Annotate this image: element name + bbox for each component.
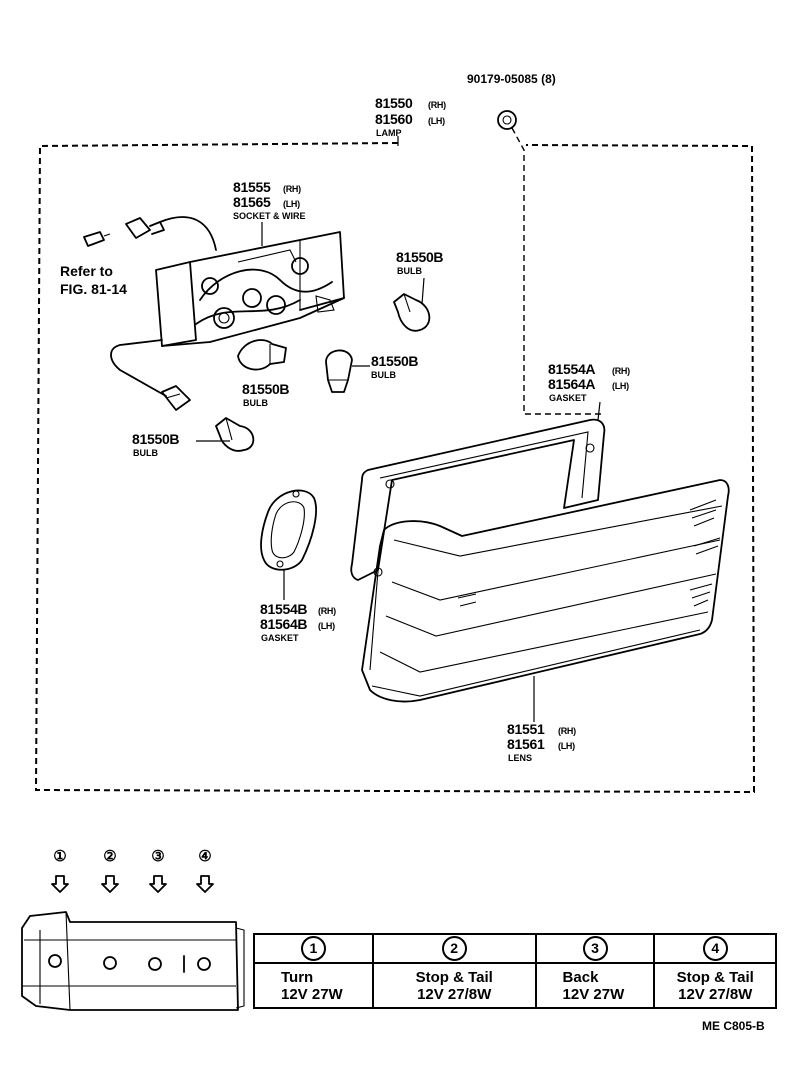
svg-text:②: ② xyxy=(103,848,116,865)
svg-text:LAMP: LAMP xyxy=(376,128,402,138)
bulb-spec-2: Stop & Tail 12V 27/8W xyxy=(371,962,537,1009)
bulb-c-icon xyxy=(325,349,353,393)
svg-text:(RH): (RH) xyxy=(558,726,576,736)
svg-text:(LH): (LH) xyxy=(283,199,300,209)
svg-text:81555: 81555 xyxy=(233,179,271,195)
socket-wire-label: 81555 (RH) 81565 (LH) SOCKET & WIRE xyxy=(233,179,306,221)
svg-text:81550B: 81550B xyxy=(396,249,443,265)
bulb-a-label: 81550B BULB xyxy=(396,249,444,276)
bulb-table-header-2: 2 xyxy=(371,933,537,964)
bulb-d-label: 81550B BULB xyxy=(132,431,180,458)
bulb-spec-3: Back 12V 27W xyxy=(534,962,656,1009)
bulb-table-header-row: 1 2 3 4 xyxy=(253,933,777,964)
bulb-spec-4: Stop & Tail 12V 27/8W xyxy=(653,962,777,1009)
svg-text:81551: 81551 xyxy=(507,721,545,737)
position-indicator-4: ④ xyxy=(196,848,214,893)
svg-text:BULB: BULB xyxy=(243,398,268,408)
svg-text:BULB: BULB xyxy=(397,266,422,276)
position-indicator-2: ② xyxy=(101,848,119,893)
bulb-b-icon xyxy=(237,339,287,371)
svg-text:(LH): (LH) xyxy=(612,381,629,391)
bulb-table-header-1: 1 xyxy=(253,933,374,964)
svg-text:(RH): (RH) xyxy=(283,184,301,194)
lamp-assembly-frame xyxy=(34,142,756,794)
outer-gasket-label: 81554A (RH) 81564A (LH) GASKET xyxy=(548,361,630,403)
svg-text:(LH): (LH) xyxy=(428,116,445,126)
socket-wire-harness xyxy=(83,216,345,411)
svg-text:SOCKET & WIRE: SOCKET & WIRE xyxy=(233,211,306,221)
svg-text:81554A: 81554A xyxy=(548,361,595,377)
svg-text:BULB: BULB xyxy=(133,448,158,458)
bulb-specification-table: 1 2 3 4 Turn 12V 27W Stop & Tail 12V 27/… xyxy=(253,933,777,1009)
bulb-table-header-4: 4 xyxy=(653,933,777,964)
bulb-a-icon xyxy=(393,293,431,332)
svg-text:GASKET: GASKET xyxy=(261,633,299,643)
refer-to-figure: Refer to FIG. 81-14 xyxy=(60,263,127,297)
svg-text:81550B: 81550B xyxy=(371,353,418,369)
bulb-b-label: 81550B BULB xyxy=(242,381,290,408)
small-gasket-icon xyxy=(260,489,317,571)
svg-text:(RH): (RH) xyxy=(428,100,446,110)
bolt-icon xyxy=(497,110,517,130)
svg-text:81564A: 81564A xyxy=(548,376,595,392)
svg-text:(RH): (RH) xyxy=(612,366,630,376)
svg-text:81550B: 81550B xyxy=(242,381,289,397)
bulb-d-icon xyxy=(215,417,255,452)
lens-icon xyxy=(361,479,730,703)
svg-text:④: ④ xyxy=(198,848,211,865)
lamp-label: 81550 (RH) 81560 (LH) LAMP xyxy=(375,95,446,138)
svg-text:81565: 81565 xyxy=(233,194,271,210)
small-gasket-label: 81554B (RH) 81564B (LH) GASKET xyxy=(260,601,336,643)
svg-text:GASKET: GASKET xyxy=(549,393,587,403)
svg-text:81550: 81550 xyxy=(375,95,413,111)
position-indicator-1: ① xyxy=(51,848,69,893)
bulb-table-header-3: 3 xyxy=(534,933,656,964)
svg-text:Refer to: Refer to xyxy=(60,263,113,279)
position-indicator-3: ③ xyxy=(149,848,167,893)
lens-label: 81551 (RH) 81561 (LH) LENS xyxy=(507,721,576,763)
svg-text:BULB: BULB xyxy=(371,370,396,380)
svg-text:81564B: 81564B xyxy=(260,616,307,632)
svg-text:81550B: 81550B xyxy=(132,431,179,447)
lamp-layout-view xyxy=(21,911,245,1011)
svg-text:LENS: LENS xyxy=(508,753,532,763)
bolt-part-number: 90179-05085 (8) xyxy=(467,72,556,86)
svg-text:③: ③ xyxy=(151,848,164,865)
svg-text:(RH): (RH) xyxy=(318,606,336,616)
svg-text:81561: 81561 xyxy=(507,736,545,752)
svg-text:①: ① xyxy=(53,848,66,865)
bulb-spec-1: Turn 12V 27W xyxy=(253,962,374,1009)
svg-text:81560: 81560 xyxy=(375,111,413,127)
outer-gasket-icon xyxy=(350,418,606,581)
svg-text:81554B: 81554B xyxy=(260,601,307,617)
svg-text:FIG. 81-14: FIG. 81-14 xyxy=(60,281,127,297)
bulb-c-label: 81550B BULB xyxy=(371,353,419,380)
bulb-table-body-row: Turn 12V 27W Stop & Tail 12V 27/8W Back … xyxy=(253,962,777,1009)
figure-code: ME C805-B xyxy=(702,1019,765,1033)
svg-text:(LH): (LH) xyxy=(318,621,335,631)
svg-text:(LH): (LH) xyxy=(558,741,575,751)
